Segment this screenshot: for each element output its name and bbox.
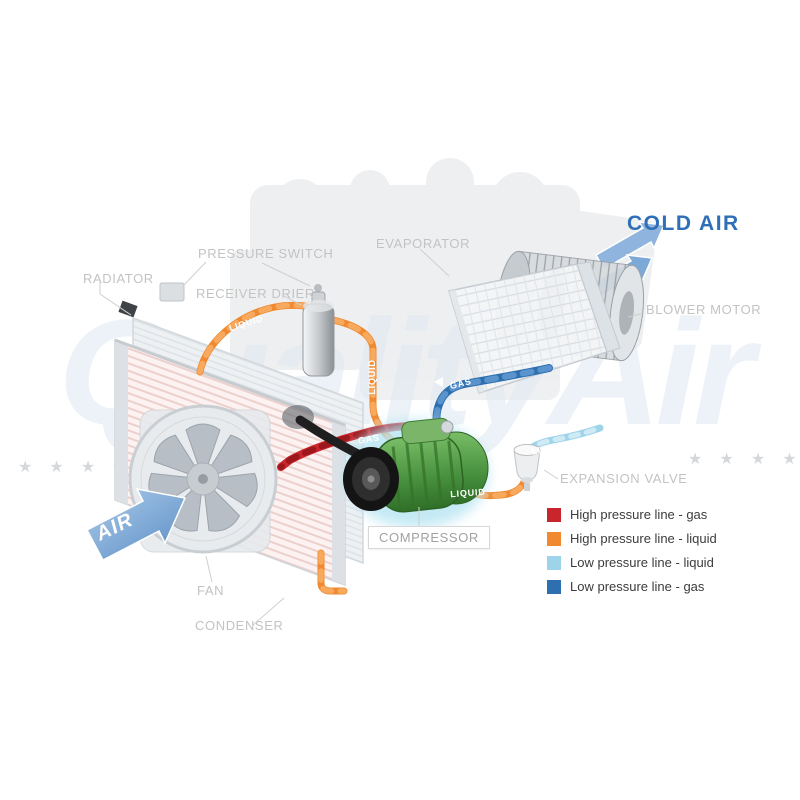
legend-item-high-pressure-liquid: High pressure line - liquid [547, 531, 717, 546]
legend-label-low-liquid: Low pressure line - liquid [570, 555, 714, 570]
expansion-valve-graphic [513, 444, 541, 491]
legend-item-low-pressure-gas: Low pressure line - gas [547, 579, 717, 594]
legend-swatch-high-gas [547, 507, 561, 522]
receiver-drier-graphic [159, 282, 335, 377]
gas-label-red: GAS [357, 432, 380, 445]
legend-label-low-gas: Low pressure line - gas [570, 579, 705, 594]
expansion-valve-label: EXPANSION VALVE [560, 471, 688, 486]
radiator-bracket-icon [118, 300, 138, 318]
legend: High pressure line - gas High pressure l… [547, 507, 717, 594]
low-pressure-gas-pipe [432, 364, 553, 431]
legend-item-low-pressure-liquid: Low pressure line - liquid [547, 555, 717, 570]
condenser-label: CONDENSER [195, 618, 284, 633]
liquid-label-bottom: LIQUID [450, 487, 486, 499]
cold-air-label: COLD AIR [627, 212, 740, 235]
pressure-switch-label: PRESSURE SWITCH [198, 246, 334, 261]
callout-lines [99, 248, 645, 626]
watermark-stars-right: ★ ★ ★ ★ [688, 449, 800, 468]
compressor-graphic [282, 405, 489, 528]
compressor-label: COMPRESSOR [368, 526, 490, 549]
legend-swatch-low-gas [547, 579, 561, 594]
air-arrow: AIR [85, 487, 187, 562]
radiator-label: RADIATOR [83, 271, 154, 286]
fan-label: FAN [197, 583, 225, 598]
receiver-drier-label: RECEIVER DRIER [196, 286, 315, 301]
legend-swatch-high-liquid [547, 531, 561, 546]
legend-item-high-pressure-gas: High pressure line - gas [547, 507, 717, 522]
legend-label-high-gas: High pressure line - gas [570, 507, 708, 522]
blower-motor-label: BLOWER MOTOR [646, 302, 762, 317]
flow-direction-arrow-icon [434, 377, 443, 387]
liquid-label-vertical: LIQUID [367, 359, 377, 394]
legend-swatch-low-liquid [547, 555, 561, 570]
evaporator-graphic [448, 261, 621, 394]
legend-label-high-liquid: High pressure line - liquid [570, 531, 717, 546]
pressure-switch-graphic [159, 282, 185, 302]
condenser-outlet-pipe [317, 549, 348, 595]
watermark-stars-left: ★ ★ ★ ★ [18, 457, 133, 476]
evaporator-label: EVAPORATOR [376, 236, 471, 251]
